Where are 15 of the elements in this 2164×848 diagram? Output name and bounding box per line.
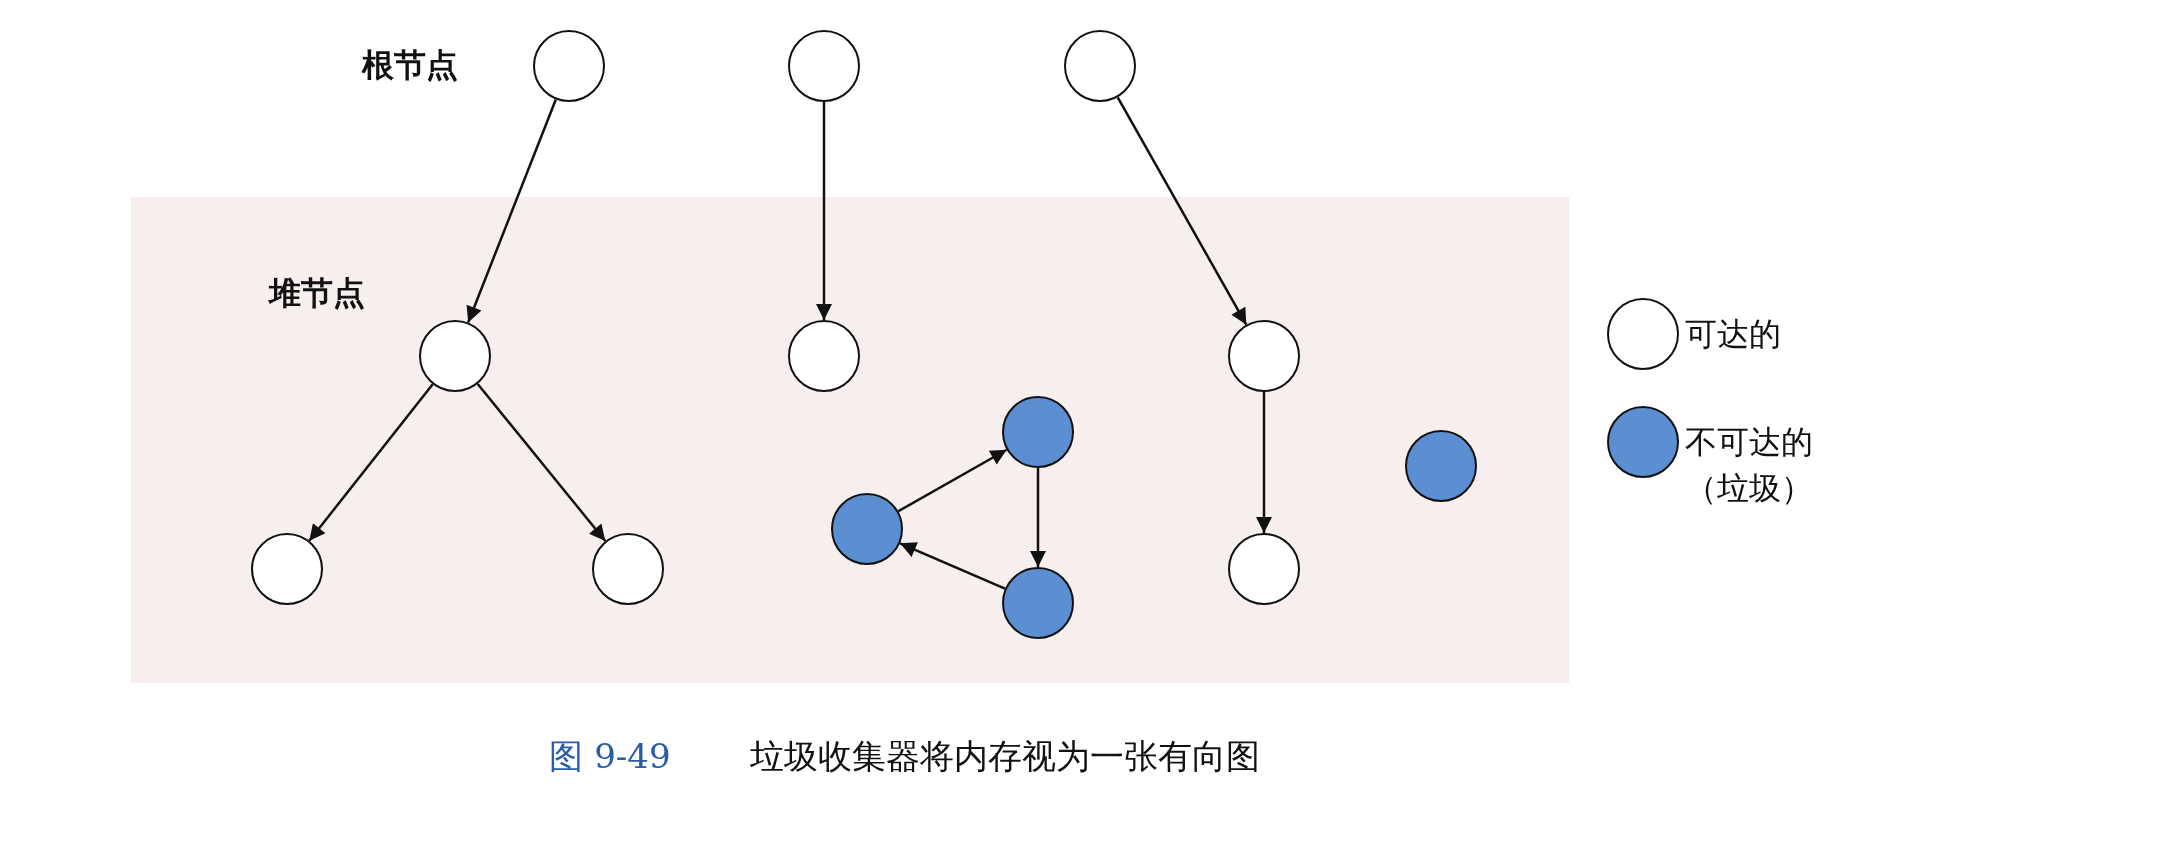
legend-label: 不可达的（垃圾） [1685, 422, 1814, 510]
arrow [1256, 392, 1272, 533]
arrow [899, 542, 1006, 590]
arrow [1030, 468, 1046, 567]
caption: 垃圾收集器将内存视为一张有向图 [750, 735, 1260, 778]
arrow [476, 383, 607, 542]
arrow [897, 448, 1008, 513]
arrow [308, 383, 434, 542]
arrow [816, 102, 832, 320]
arrow [1116, 96, 1248, 326]
node-group-label: 根节点 [362, 45, 458, 86]
arrow [466, 99, 557, 323]
legend-label: 可达的 [1685, 314, 1782, 355]
figure-number: 图 9-49 [549, 735, 671, 778]
node-group-label: 堆节点 [269, 273, 365, 314]
